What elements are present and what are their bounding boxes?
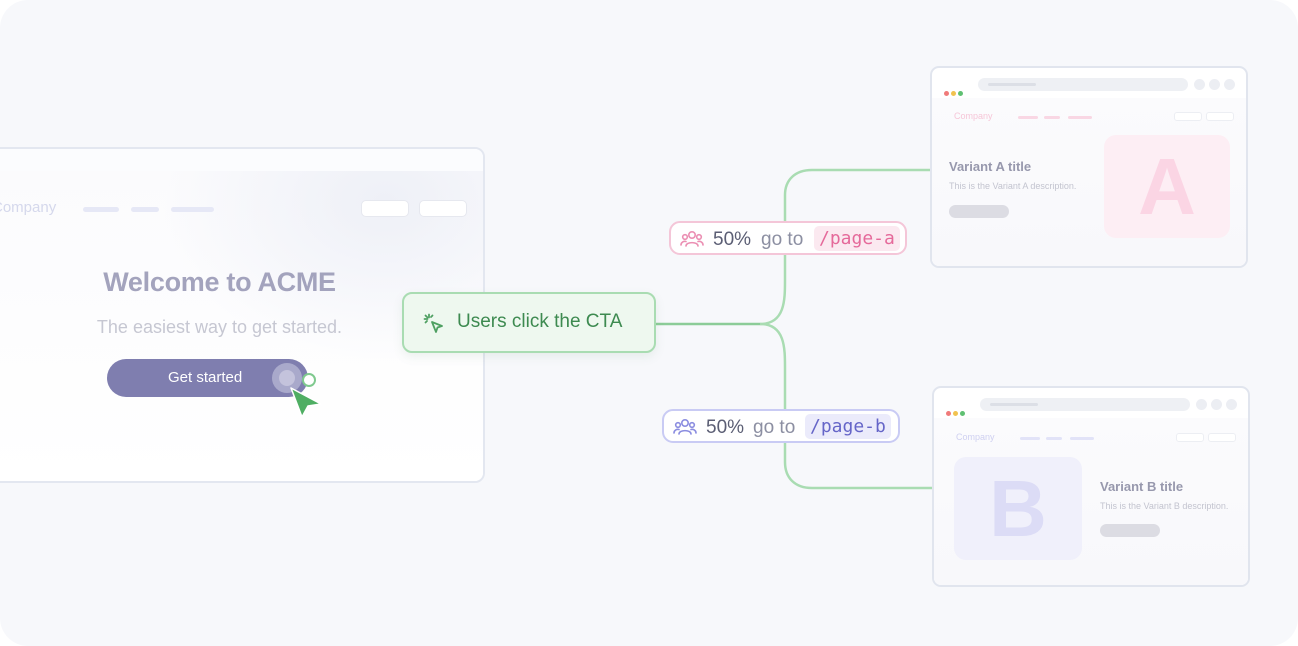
split-b-path: /page-b xyxy=(805,414,891,439)
nav-button-placeholder xyxy=(1174,112,1202,121)
nav-link-placeholder xyxy=(131,207,159,212)
nav-button-placeholder xyxy=(1208,433,1236,442)
connector-anchor-dot xyxy=(302,373,316,387)
window-controls xyxy=(944,83,965,101)
nav-link-placeholder xyxy=(1020,437,1040,440)
landing-page-mockup: Company Welcome to ACME The easiest way … xyxy=(0,147,485,483)
landing-headline: Welcome to ACME xyxy=(103,267,336,297)
variant-b-button-placeholder xyxy=(1100,524,1160,537)
variant-b-description: This is the Variant B description. xyxy=(1100,501,1229,511)
variant-b-letter: B xyxy=(954,457,1082,560)
url-bar xyxy=(980,398,1190,411)
browser-control xyxy=(1211,399,1222,410)
url-bar xyxy=(978,78,1188,91)
nav-link-placeholder xyxy=(1068,116,1092,119)
variant-a-brand: Company xyxy=(954,111,993,121)
browser-control xyxy=(1226,399,1237,410)
users-icon xyxy=(673,418,697,435)
nav-button-placeholder xyxy=(1206,112,1234,121)
trigger-label: Users click the CTA xyxy=(457,311,623,332)
variant-a-button-placeholder xyxy=(949,205,1009,218)
split-b-percent: 50% xyxy=(706,417,745,438)
nav-button-placeholder xyxy=(361,200,409,217)
variant-b-brand: Company xyxy=(956,432,995,442)
browser-control xyxy=(1209,79,1220,90)
button-toggle-knob xyxy=(272,363,302,393)
nav-link-placeholder xyxy=(1046,437,1062,440)
variant-b-card: Company B Variant B title This is the Va… xyxy=(932,386,1250,587)
connector-split-to-b xyxy=(759,322,932,490)
get-started-button[interactable]: Get started xyxy=(107,359,308,397)
nav-link-placeholder xyxy=(1018,116,1038,119)
split-a-path: /page-a xyxy=(814,226,900,251)
split-tag-b: 50% go to /page-b xyxy=(662,409,900,443)
users-icon xyxy=(680,230,704,247)
split-a-percent: 50% xyxy=(713,229,752,250)
variant-a-card: Company Variant A title This is the Vari… xyxy=(930,66,1248,268)
browser-control xyxy=(1196,399,1207,410)
mouse-pointer-icon xyxy=(290,387,322,418)
nav-button-placeholder xyxy=(419,200,467,217)
landing-subline: The easiest way to get started. xyxy=(96,317,343,337)
click-cursor-icon xyxy=(423,313,443,333)
nav-link-placeholder xyxy=(83,207,119,212)
nav-link-placeholder xyxy=(1070,437,1094,440)
variant-a-letter: A xyxy=(1104,135,1230,238)
landing-topbar xyxy=(0,149,483,171)
nav-link-placeholder xyxy=(171,207,214,212)
split-b-goto: go to xyxy=(753,417,796,438)
split-tag-a: 50% go to /page-a xyxy=(669,221,907,255)
variant-b-title: Variant B title xyxy=(1100,479,1184,494)
variant-a-title: Variant A title xyxy=(949,159,1032,174)
nav-link-placeholder xyxy=(1044,116,1060,119)
landing-brand: Company xyxy=(0,199,57,216)
browser-control xyxy=(1194,79,1205,90)
nav-button-placeholder xyxy=(1176,433,1204,442)
trigger-node: Users click the CTA xyxy=(402,292,656,353)
window-controls xyxy=(946,403,967,421)
get-started-label: Get started xyxy=(168,369,243,386)
variant-a-description: This is the Variant A description. xyxy=(949,181,1077,191)
split-a-goto: go to xyxy=(761,229,804,250)
browser-control xyxy=(1224,79,1235,90)
